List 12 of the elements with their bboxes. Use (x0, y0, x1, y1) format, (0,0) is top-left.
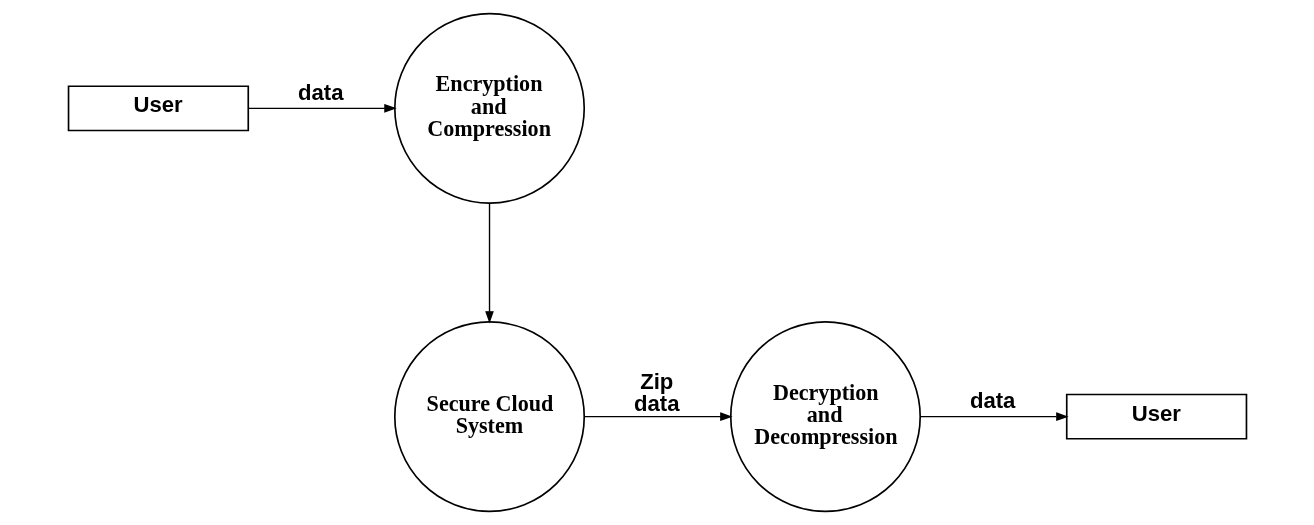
arrow (919, 412, 1069, 421)
node-box: User (67, 85, 249, 132)
arrow (484, 202, 494, 324)
node-circle: Encryption and Compression (393, 12, 585, 204)
node-circle: Decryption and Decompression (729, 321, 921, 513)
node-box: User (1065, 393, 1247, 440)
node-circle: Secure Cloud System (393, 321, 585, 513)
edge-label: data (297, 79, 343, 105)
edge-label: data (969, 388, 1015, 414)
edge-label: Zip data (633, 368, 679, 416)
arrow (583, 412, 733, 421)
arrow (247, 104, 397, 113)
